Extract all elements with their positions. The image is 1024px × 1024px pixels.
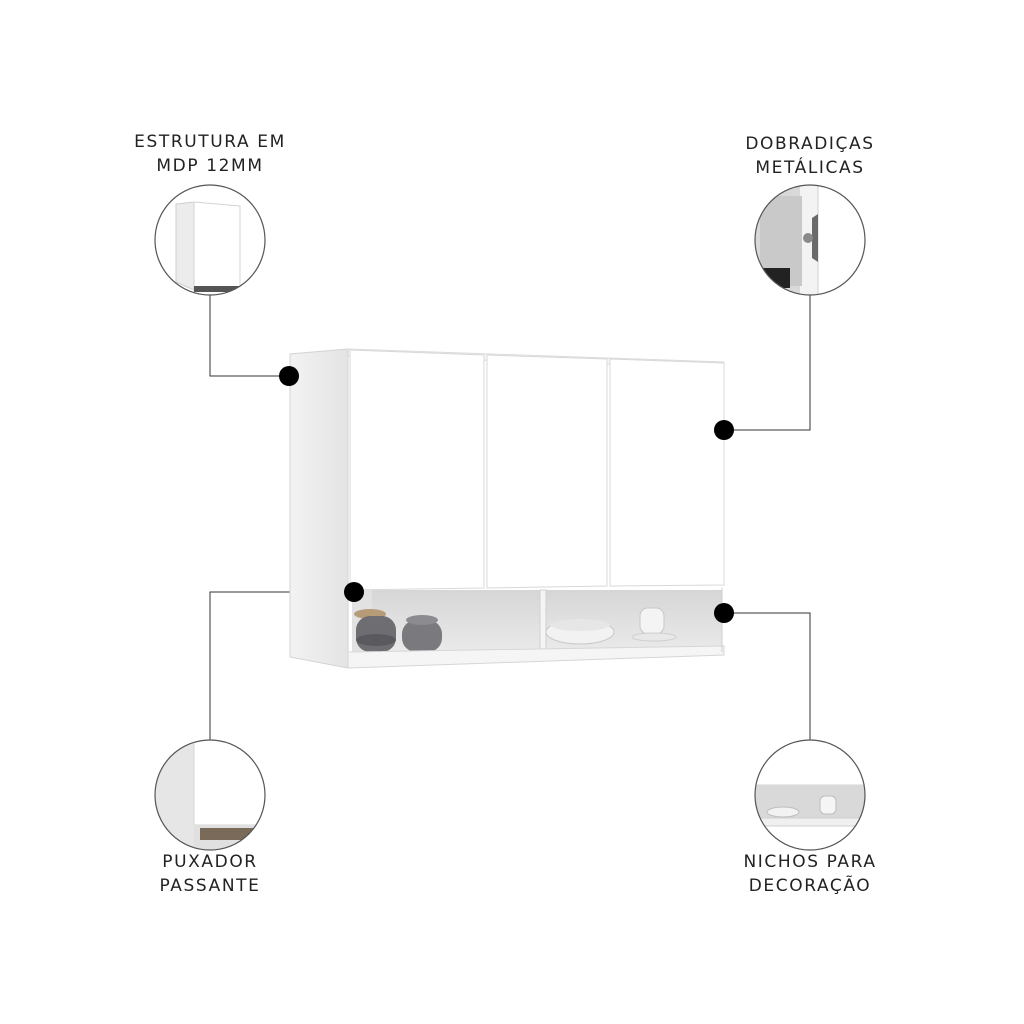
cabinet-side-panel xyxy=(289,348,349,669)
decor-niche-icon xyxy=(754,739,866,851)
cabinet-bottom xyxy=(347,645,725,669)
cabinet-door-left xyxy=(349,349,485,591)
pass-through-handle-icon xyxy=(154,739,266,851)
cabinet-door-right xyxy=(609,358,725,587)
label-estrutura: ESTRUTURA EM MDP 12MM xyxy=(130,130,290,178)
decor-bowls xyxy=(545,607,677,645)
cabinet-door-center xyxy=(486,354,608,589)
label-nichos-line2: DECORAÇÃO xyxy=(748,876,872,896)
label-puxador-line1: PUXADOR xyxy=(162,852,258,872)
label-dobradicas-line2: METÁLICAS xyxy=(755,158,865,178)
decor-jars xyxy=(354,609,442,652)
label-nichos: NICHOS PARA DECORAÇÃO xyxy=(725,850,895,898)
callout-dots xyxy=(279,366,734,623)
niche-divider xyxy=(539,589,547,657)
connector-estrutura xyxy=(209,295,289,377)
metal-hinge-icon xyxy=(754,184,866,296)
label-dobradicas-line1: DOBRADIÇAS xyxy=(745,134,875,154)
label-estrutura-line2: MDP 12MM xyxy=(156,156,264,176)
label-nichos-line1: NICHOS PARA xyxy=(743,852,877,872)
cabinet xyxy=(289,348,725,669)
dot-dobradicas xyxy=(714,420,734,440)
label-dobradicas: DOBRADIÇAS METÁLICAS xyxy=(730,132,890,180)
dot-estrutura xyxy=(279,366,299,386)
label-estrutura-line1: ESTRUTURA EM xyxy=(134,132,286,152)
dot-puxador xyxy=(344,582,364,602)
connector-dobradicas xyxy=(724,295,811,431)
label-puxador: PUXADOR PASSANTE xyxy=(130,850,290,898)
dot-nichos xyxy=(714,603,734,623)
connector-nichos xyxy=(724,612,811,740)
niche-back xyxy=(352,590,722,658)
cabinet-side-panel-icon xyxy=(154,184,266,296)
label-puxador-line2: PASSANTE xyxy=(159,876,261,896)
